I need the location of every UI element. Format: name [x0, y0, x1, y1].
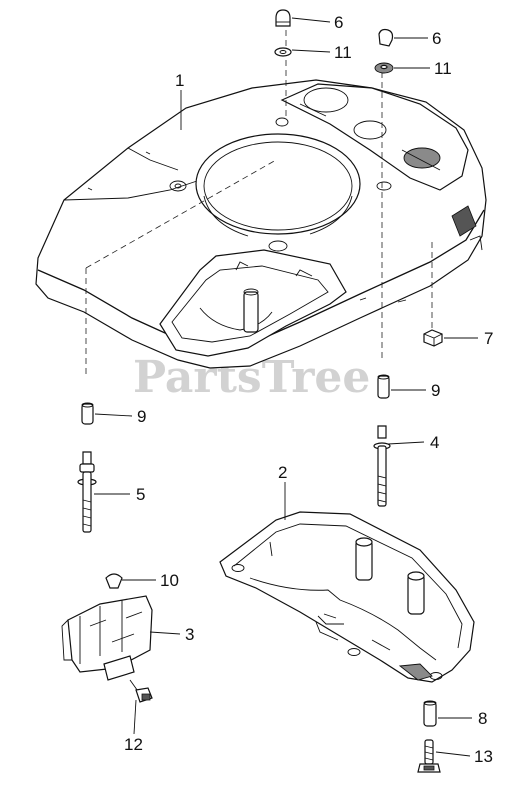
part-12-screw: [129, 679, 153, 703]
callouts: 1 2 3 4 5 6 6 7 8 9 9 10 11 11 12 13: [124, 13, 493, 766]
part-9-bushing-right: [377, 374, 390, 399]
part-1-shroud: [35, 79, 487, 369]
callout-11-left: 11: [334, 43, 352, 62]
callout-9-right: 9: [431, 381, 440, 400]
part-4-bolt: [373, 425, 391, 507]
callout-4: 4: [430, 433, 439, 452]
callout-9-left: 9: [137, 407, 146, 426]
part-5-bolt: [77, 451, 97, 533]
part-13-screw: [417, 739, 441, 773]
part-10-clip: [105, 573, 123, 589]
leader-lines: [94, 17, 478, 757]
callout-13: 13: [474, 747, 493, 766]
callout-6-left: 6: [334, 13, 343, 32]
callout-10: 10: [160, 571, 179, 590]
part-6-cap-left: [275, 9, 291, 27]
part-6-cap-right: [378, 28, 394, 47]
callout-3: 3: [185, 625, 194, 644]
callout-11-right: 11: [434, 59, 452, 78]
part-3-bracket: [61, 595, 153, 681]
part-2-base-pan: [219, 511, 475, 683]
part-8-bushing: [423, 700, 437, 727]
callout-7: 7: [484, 329, 493, 348]
callout-2: 2: [278, 463, 287, 482]
callout-5: 5: [136, 485, 145, 504]
callout-6-right: 6: [432, 29, 441, 48]
part-9-bushing-left: [81, 402, 94, 425]
callout-1: 1: [175, 71, 184, 90]
alignment-line: [85, 159, 277, 269]
callout-12: 12: [124, 735, 143, 754]
part-7-nut: [423, 329, 443, 347]
callout-8: 8: [478, 709, 487, 728]
part-11-washer-right: [374, 62, 394, 74]
part-11-washer-left: [274, 47, 292, 57]
